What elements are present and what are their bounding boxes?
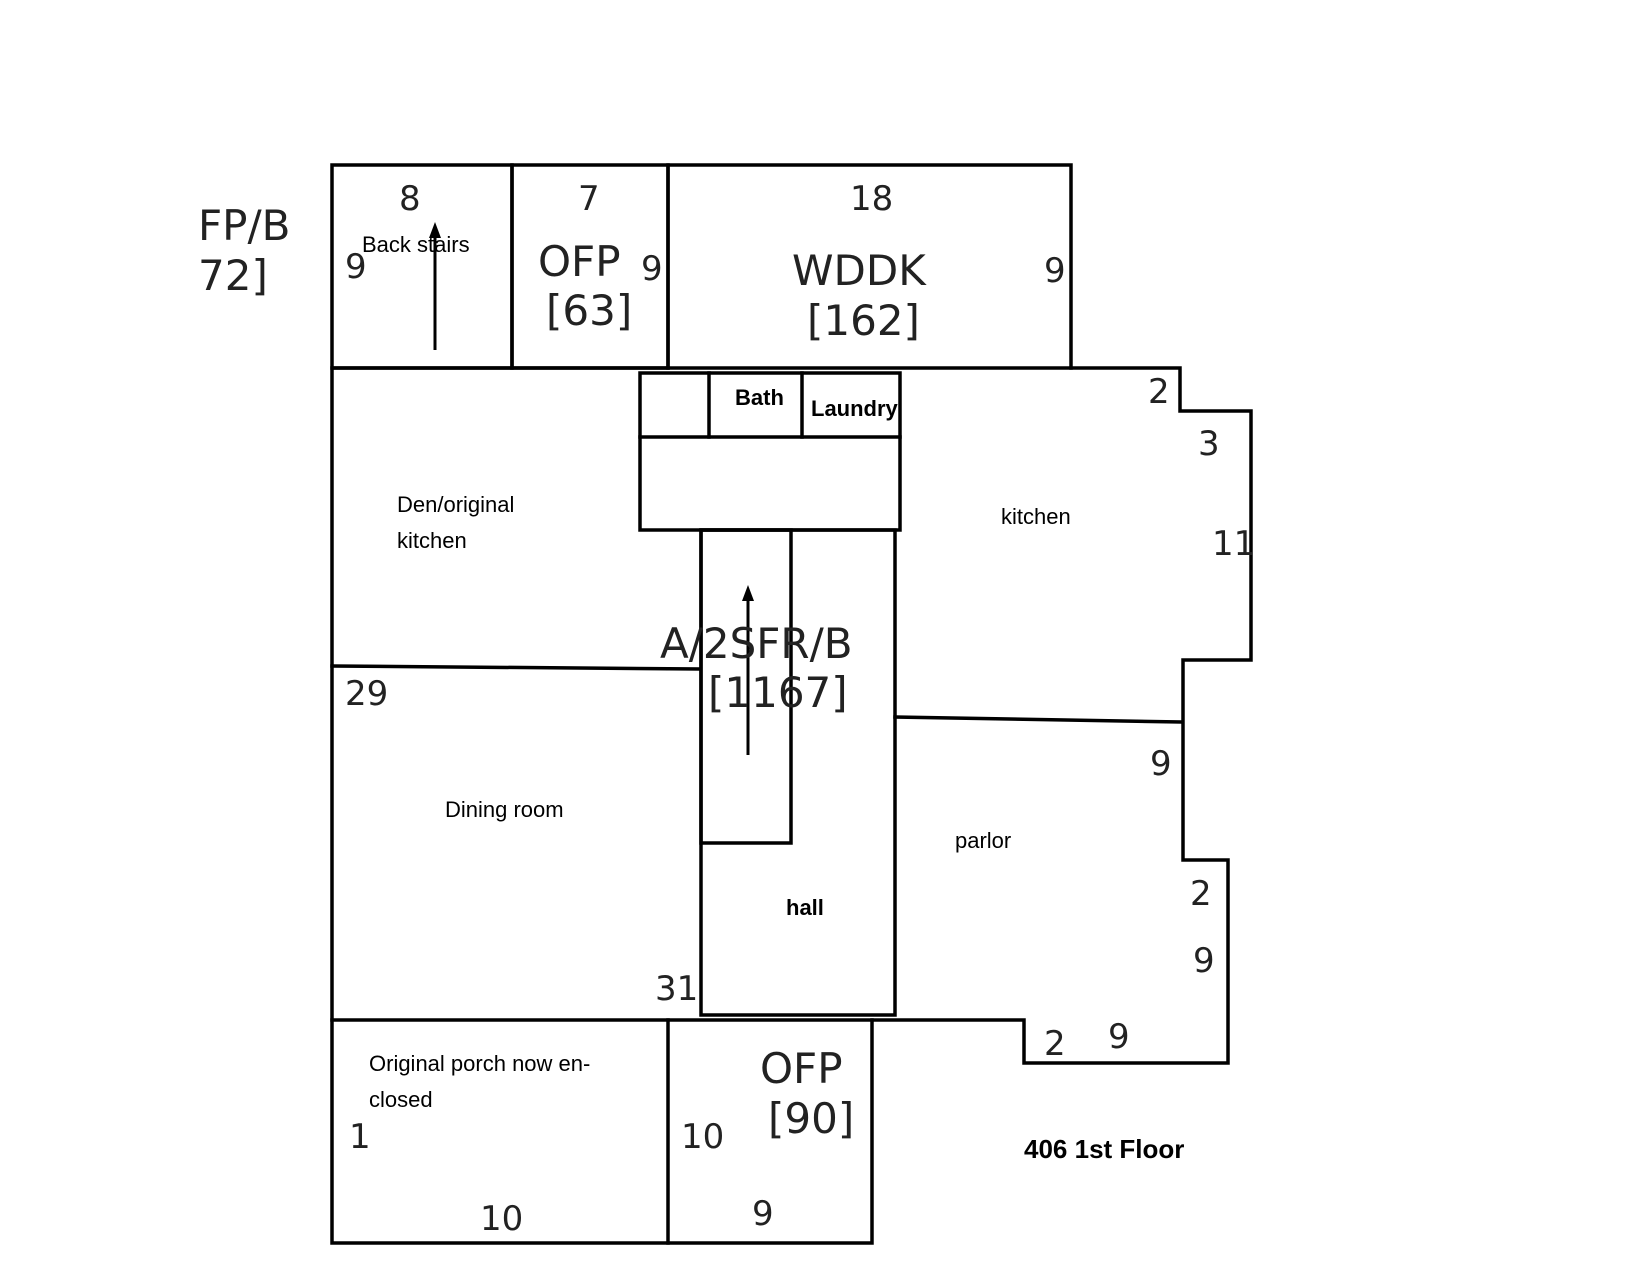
room-den-line2: kitchen: [397, 528, 467, 553]
den-dining-wall: [330, 664, 702, 671]
room-parlor: parlor: [955, 828, 1011, 853]
room-porch-line2: closed: [369, 1087, 433, 1112]
room-bath: Bath: [735, 385, 784, 410]
main-area-sqft: [1167]: [708, 668, 848, 717]
ofp-front-sqft: [90]: [768, 1094, 854, 1143]
dim-ofp-right: 9: [641, 249, 663, 289]
room-porch-line1: Original porch now en-: [369, 1051, 590, 1076]
dim-bottom-9: 9: [1108, 1017, 1130, 1057]
dim-deck-top: 18: [850, 179, 893, 219]
ofp-front-code: OFP: [760, 1044, 843, 1093]
dim-ofp-left: 10: [681, 1117, 724, 1157]
dim-bottom-2: 2: [1044, 1024, 1066, 1064]
dim-left-29: 29: [345, 674, 388, 714]
dim-center-31: 31: [655, 969, 698, 1009]
dim-notch-top: 2: [1148, 372, 1170, 412]
dim-porch-left: 1: [349, 1117, 371, 1157]
dim-stairs-top: 8: [399, 179, 421, 219]
floor-title: 406 1st Floor: [1024, 1134, 1184, 1164]
ofp-back-sqft: [63]: [546, 286, 632, 335]
room-laundry: Laundry: [811, 396, 899, 421]
kitchen-parlor-wall: [893, 715, 1182, 724]
deck-outline: [666, 163, 1073, 370]
deck-sqft: [162]: [807, 296, 920, 345]
dim-notch-side: 3: [1198, 424, 1220, 464]
edge-area-sqft: 72]: [198, 251, 268, 300]
main-area-code: A/2SFR/B: [660, 619, 853, 668]
dim-ofp-top: 7: [578, 179, 600, 219]
stair-well: [699, 528, 793, 845]
room-hall: hall: [786, 895, 824, 920]
room-back-stairs: Back stairs: [362, 232, 470, 257]
back-stairs-arrowhead: [429, 222, 441, 238]
dim-parlor-2: 2: [1190, 874, 1212, 914]
dim-parlor-9: 9: [1150, 744, 1172, 784]
hall-outline: [699, 528, 897, 1017]
dim-porch-bottom: 10: [480, 1199, 523, 1239]
dim-stairs-left: 9: [345, 247, 367, 287]
main-outline: [330, 366, 1253, 1245]
dim-parlor-9b: 9: [1193, 941, 1215, 981]
deck-code: WDDK: [792, 246, 927, 295]
edge-area-code: FP/B: [198, 201, 290, 250]
room-dining: Dining room: [445, 797, 564, 822]
room-den-line1: Den/original: [397, 492, 514, 517]
room-kitchen: kitchen: [1001, 504, 1071, 529]
dim-kitchen-side: 11: [1212, 524, 1255, 564]
ofp-back-code: OFP: [538, 237, 621, 286]
dim-deck-right: 9: [1044, 251, 1066, 291]
main-stairs-arrowhead: [742, 585, 754, 601]
dim-ofp-bottom: 9: [752, 1194, 774, 1234]
